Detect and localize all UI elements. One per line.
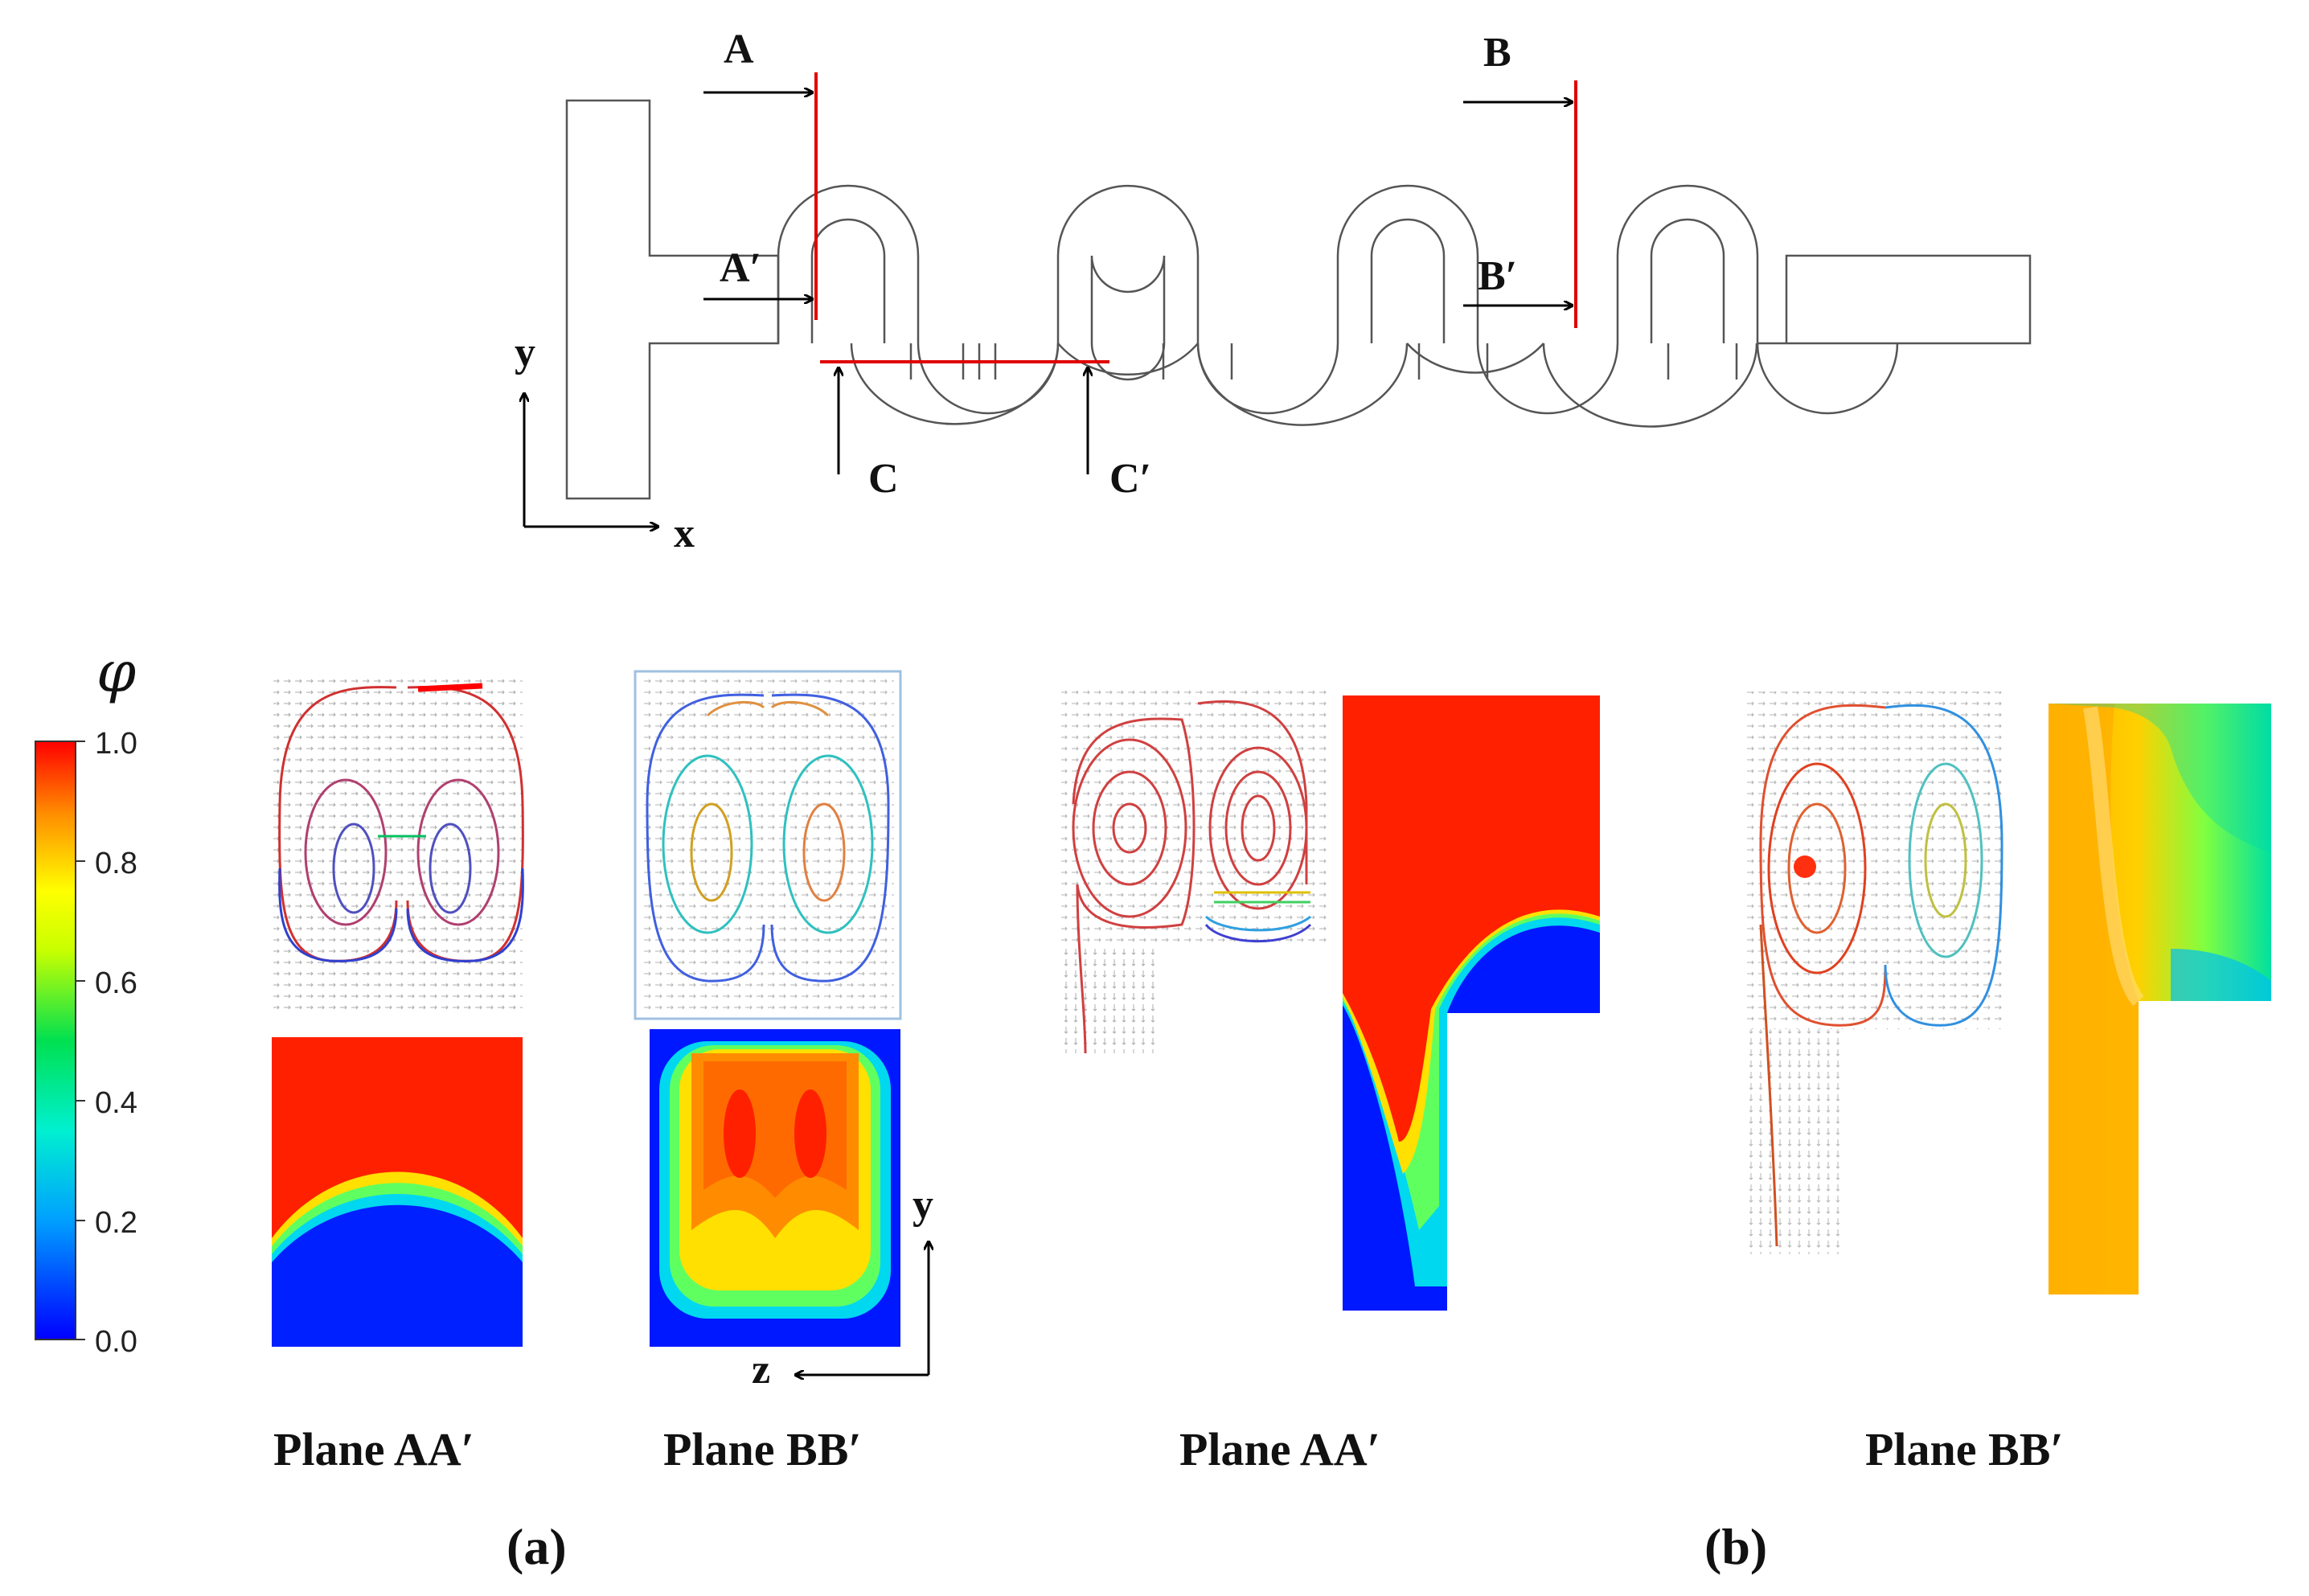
panel-a-bb-contour <box>650 1029 900 1347</box>
label-a: A <box>724 27 754 72</box>
panel-a-aa-streamlines <box>273 671 524 1017</box>
label-b-prime: B′ <box>1478 253 1517 299</box>
section-arrows <box>524 92 1572 527</box>
axis-y-label: y <box>515 330 535 375</box>
panel-b-bb-contour <box>2049 704 2271 1294</box>
colorbar-tick-label: 0.2 <box>95 1206 137 1240</box>
colorbar: φ 1.0 0.8 0.6 0.4 0.2 0.0 <box>35 639 137 1359</box>
panel-b-bb-streamlines <box>1745 691 2006 1254</box>
panel-b-aa-streamlines <box>1061 683 1327 1054</box>
serpentine-inner-wall <box>810 218 1725 381</box>
panel-a-yz-axes <box>796 1242 929 1375</box>
label-c-prime: C′ <box>1109 456 1151 502</box>
colorbar-gradient <box>35 741 76 1340</box>
caption-plane-aa-a: Plane AA′ <box>273 1423 474 1475</box>
caption-plane-bb-a: Plane BB′ <box>663 1423 862 1475</box>
serpentine-outer-wall <box>777 184 1899 415</box>
axis-x-label: x <box>674 511 695 556</box>
section-labels: A A′ B B′ C C′ y x <box>515 27 1517 556</box>
axis-z-label-panel-a: z <box>752 1347 770 1393</box>
colorbar-tick-label: 0.8 <box>95 847 137 880</box>
section-lines <box>814 72 1577 363</box>
colorbar-tick-label: 0.0 <box>95 1325 137 1359</box>
colorbar-ticks <box>76 741 85 1340</box>
label-c: C <box>868 456 899 502</box>
panel-b-label: (b) <box>1704 1518 1767 1575</box>
outlet-outline <box>1757 254 2032 345</box>
label-b: B <box>1483 30 1511 76</box>
colorbar-tick-label: 0.6 <box>95 966 137 1000</box>
caption-plane-aa-b: Plane AA′ <box>1179 1423 1380 1475</box>
label-a-prime: A′ <box>720 245 761 291</box>
panel-a-bb-streamlines <box>634 670 902 1020</box>
panel-b-aa-contour <box>1343 695 1600 1311</box>
serpentine-lower-bends <box>850 343 1758 428</box>
colorbar-symbol: φ <box>96 639 136 705</box>
caption-plane-bb-b: Plane BB′ <box>1865 1423 2064 1475</box>
colorbar-tick-label: 0.4 <box>95 1086 137 1120</box>
panel-a-label: (a) <box>507 1518 567 1575</box>
colorbar-tick-label: 1.0 <box>95 727 137 761</box>
axis-y-label-panel-a: y <box>913 1182 933 1228</box>
panel-a-aa-contour <box>272 1037 523 1347</box>
